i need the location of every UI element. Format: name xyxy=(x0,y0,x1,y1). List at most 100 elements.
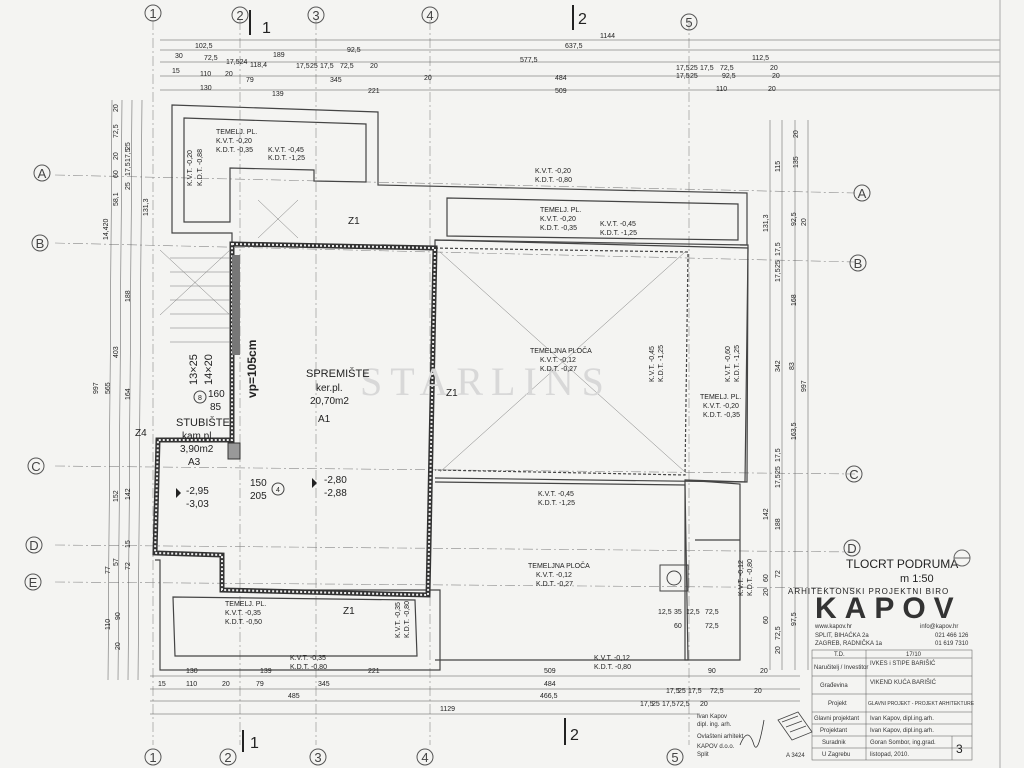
svg-text:17,5: 17,5 xyxy=(775,448,782,462)
wall-right-upper xyxy=(684,244,749,483)
title-block-text: T.D. 17/10 Naručitelj / Investitor IVKES… xyxy=(814,652,975,758)
svg-text:17,5: 17,5 xyxy=(775,268,782,282)
svg-text:565: 565 xyxy=(105,382,112,394)
tb-row1-label: Građevina xyxy=(820,683,848,689)
dim-r3-3: 79 xyxy=(246,77,254,84)
footing-r-kdt: K.D.T. -0,35 xyxy=(703,412,740,419)
dim-r4-4: 110 xyxy=(716,86,727,93)
svg-text:17,5: 17,5 xyxy=(125,148,132,162)
section-markers xyxy=(242,5,574,752)
tb-row4-value: Ivan Kapov, dipl.ing.arh. xyxy=(870,728,934,734)
svg-text:72,5: 72,5 xyxy=(113,124,120,138)
room-storage-floor: ker.pl. xyxy=(316,383,343,394)
slab-top-kvt: K.V.T. -0,12 xyxy=(540,357,576,364)
svg-text:20: 20 xyxy=(763,588,770,596)
firm-phone1: 021 466 126 xyxy=(935,633,969,639)
zone-z4: Z4 xyxy=(135,428,147,439)
plan-title: TLOCRT PODRUMA m 1:50 xyxy=(846,549,971,585)
slab-side-kdt: K.D.T. -1,25 xyxy=(658,345,665,382)
sig-firm: KAPOV d.o.o. xyxy=(697,744,735,750)
tb-row6-value: listopad, 2010. xyxy=(870,752,909,758)
dimension-lines-top xyxy=(160,39,1000,91)
svg-text:1: 1 xyxy=(149,6,156,21)
svg-text:997: 997 xyxy=(801,380,808,392)
zone-z1-bottom: Z1 xyxy=(343,606,355,617)
room-stairs-name: STUBIŠTE xyxy=(176,416,230,429)
dim-top-189: 189 xyxy=(273,52,285,59)
stair-number-circle xyxy=(193,390,207,404)
svg-text:90: 90 xyxy=(708,668,716,675)
svg-text:25: 25 xyxy=(775,260,782,268)
firm-web: www.kapov.hr xyxy=(814,624,852,630)
svg-text:20: 20 xyxy=(801,218,808,226)
svg-text:79: 79 xyxy=(256,681,264,688)
svg-text:15: 15 xyxy=(158,681,166,688)
svg-text:139: 139 xyxy=(260,668,272,675)
slab-side2-kdt: K.D.T. -1,25 xyxy=(734,345,741,382)
stair-160: 160 xyxy=(208,389,225,400)
dim-r3-10: 20 xyxy=(772,73,780,80)
svg-text:110: 110 xyxy=(105,619,112,630)
footing-tl-kvt: K.V.T. -0,20 xyxy=(216,138,252,145)
footing-tr-kvt: K.V.T. -0,20 xyxy=(540,216,576,223)
svg-text:485: 485 xyxy=(288,693,300,700)
svg-text:90: 90 xyxy=(115,612,122,620)
axis-marker-2: 2 2 xyxy=(219,6,249,766)
room-labels: SPREMIŠTE ker.pl. 20,70m2 A1 STUBIŠTE ka… xyxy=(135,216,458,617)
room-storage-area: 20,70m2 xyxy=(310,396,349,407)
wall-bottom-inner xyxy=(172,596,418,657)
svg-text:142: 142 xyxy=(125,488,132,500)
svg-text:35: 35 xyxy=(674,609,682,616)
svg-text:1: 1 xyxy=(149,750,156,765)
stair-treads xyxy=(170,257,230,343)
svg-text:130: 130 xyxy=(186,668,198,675)
svg-text:60: 60 xyxy=(674,623,682,630)
stair-85: 85 xyxy=(210,402,222,413)
svg-text:17,5: 17,5 xyxy=(775,474,782,488)
svg-text:72,5: 72,5 xyxy=(705,623,719,630)
svg-text:135: 135 xyxy=(793,156,800,168)
svg-text:2: 2 xyxy=(224,750,231,765)
wall-bottom-slab xyxy=(434,481,689,661)
axis-marker-B: B B xyxy=(31,234,867,272)
axis-marker-3: 3 3 xyxy=(307,6,327,766)
bottom-left-kvt: K.V.T. -0,35 xyxy=(290,655,326,662)
vp-label: vp=105cm xyxy=(245,340,259,398)
dim-r2-7: 72,5 xyxy=(340,63,354,70)
dim-r2-12: 17,5 xyxy=(700,65,714,72)
axis-marker-5: 5 5 xyxy=(666,13,698,766)
dim-r2-0: 30 xyxy=(175,53,183,60)
firm-block: ARHITEKTONSKI PROJEKTNI BIRO KAPOV www.k… xyxy=(788,587,969,647)
svg-text:17,5: 17,5 xyxy=(662,701,676,708)
svg-text:A: A xyxy=(858,186,867,201)
dim-r4-1: 139 xyxy=(272,91,284,98)
svg-text:57: 57 xyxy=(113,558,120,566)
dim-r2-9: 577,5 xyxy=(520,57,538,64)
svg-text:221: 221 xyxy=(368,668,380,675)
marker-4-circle xyxy=(271,482,285,496)
footing-tls-kdt: K.D.T. -0,88 xyxy=(197,149,204,186)
tb-sheet-number: 3 xyxy=(956,742,963,756)
dimension-lines-vertical xyxy=(107,99,809,681)
tb-row2-value: GLAVNI PROJEKT - PROJEKT ARHITEKTURE xyxy=(868,701,975,707)
axis-marker-D: D D xyxy=(25,536,861,557)
svg-text:164: 164 xyxy=(125,388,132,400)
footing-r-kvt: K.V.T. -0,20 xyxy=(703,403,739,410)
svg-text:5: 5 xyxy=(671,750,678,765)
tb-td-value: 17/10 xyxy=(906,652,922,658)
section-label-1-top: 1 xyxy=(262,20,271,37)
signature-stamp: Ivan Kapov dipl. ing. arh. Ovlašteni arh… xyxy=(697,711,813,759)
firm-logo: KAPOV xyxy=(815,592,962,625)
svg-text:131,3: 131,3 xyxy=(763,214,770,232)
signature-scribble xyxy=(739,719,765,748)
slab-top-label: TEMELJNA PLOČA xyxy=(530,346,592,355)
svg-text:110: 110 xyxy=(186,681,197,688)
svg-text:72,5: 72,5 xyxy=(710,688,724,695)
svg-text:466,5: 466,5 xyxy=(540,693,558,700)
dimension-lines-bottom xyxy=(150,675,800,715)
svg-text:D: D xyxy=(847,541,856,556)
firm-email: info@kapov.hr xyxy=(920,624,958,630)
svg-text:484: 484 xyxy=(544,681,556,688)
svg-text:17,5: 17,5 xyxy=(688,688,702,695)
